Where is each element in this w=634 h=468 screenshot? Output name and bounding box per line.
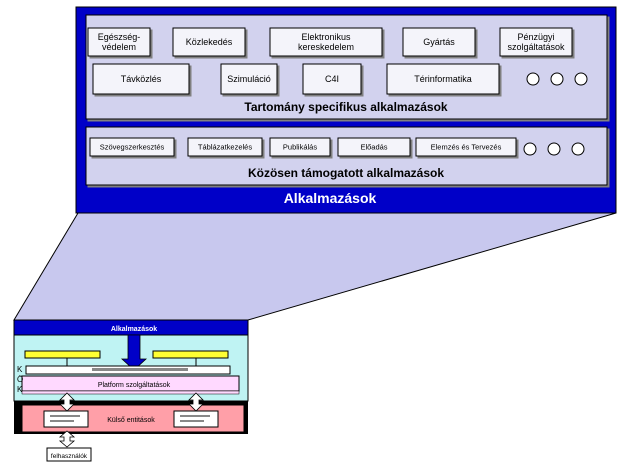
domain-box-9: Térinformatika	[386, 63, 500, 95]
domain-box-2: Közlekedés	[172, 27, 246, 57]
domain-box-6: Távközlés	[92, 63, 190, 95]
domain-more-circles	[526, 72, 588, 86]
external-label: Külső entitások	[107, 417, 155, 424]
common-box-1-label: Szövegszerkesztés	[100, 143, 165, 152]
common-box-3-label: Publikálás	[283, 143, 317, 152]
common-box-5-label: Elemzés és Tervezés	[431, 143, 502, 152]
ext-box-right	[173, 410, 219, 428]
yellow-bar-left	[24, 350, 101, 359]
zoom-funnel	[13, 212, 617, 321]
domain-box-2-label: Közlekedés	[186, 37, 233, 47]
domain-box-7: Szimuláció	[220, 63, 278, 95]
domain-row-2: Távközlés Szimuláció C4I Térinformatika	[92, 63, 500, 95]
upper-title: Alkalmazások	[284, 190, 377, 206]
common-box-1: Szövegszerkesztés	[89, 137, 175, 157]
common-box-4: Előadás	[337, 137, 411, 157]
kok-label: K Ö K	[17, 365, 25, 394]
common-panel-caption: Közösen támogatott alkalmazások	[248, 166, 444, 180]
domain-panel-caption: Tartomány specifikus alkalmazások	[244, 100, 448, 114]
domain-box-9-label: Térinformatika	[414, 74, 472, 84]
domain-box-8-label: C4I	[325, 74, 339, 84]
users-label: felhasználók	[51, 453, 88, 460]
domain-box-1: Egészség-védelem	[87, 27, 151, 57]
common-more-circles	[523, 142, 585, 156]
users-box	[46, 447, 92, 462]
lower-model: Alkalmazások Platform szolgáltatások K Ö…	[13, 319, 249, 462]
ext-box-left	[43, 410, 89, 428]
common-box-2-label: Táblázatkezelés	[198, 143, 252, 152]
pink-strip	[21, 390, 240, 395]
domain-box-4: Gyártás	[402, 27, 476, 57]
common-box-5: Elemzés és Tervezés	[415, 137, 517, 157]
yellow-bar-right	[152, 350, 229, 359]
down-arrow	[120, 334, 148, 371]
common-box-4-label: Előadás	[360, 143, 387, 152]
domain-box-7-label: Szimuláció	[227, 74, 271, 84]
grey-stripe	[92, 368, 188, 371]
domain-box-8: C4I	[302, 63, 362, 95]
users-arrow	[58, 430, 76, 448]
domain-box-1-label: Egészség-védelem	[98, 32, 141, 52]
lower-apps-label: Alkalmazások	[111, 326, 157, 333]
common-box-2: Táblázatkezelés	[187, 137, 263, 157]
domain-box-6-label: Távközlés	[121, 74, 162, 84]
common-box-3: Publikálás	[269, 137, 331, 157]
platform-label: Platform szolgáltatások	[98, 382, 171, 389]
common-row: Szövegszerkesztés Táblázatkezelés Publikál…	[89, 137, 517, 157]
domain-box-4-label: Gyártás	[423, 37, 455, 47]
